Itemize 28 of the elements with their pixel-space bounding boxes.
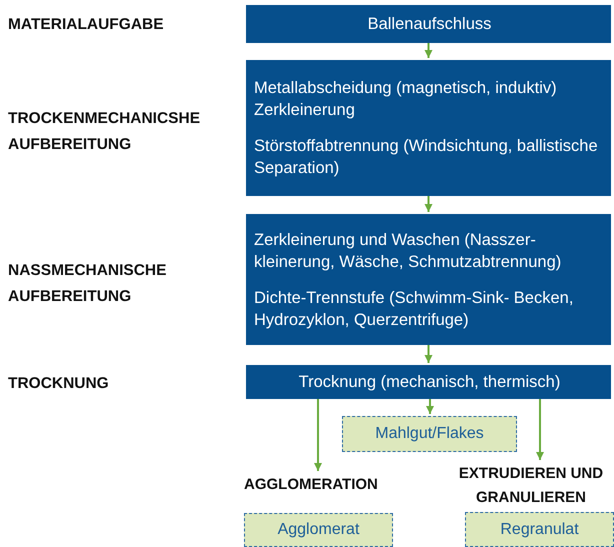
step-text: Agglomerat <box>278 521 360 539</box>
stage-heading: AGGLOMERATION <box>244 475 379 495</box>
stage-label: TROCKENMECHANICSHE AUFBEREITUNG <box>8 109 202 155</box>
stage-heading: EXTRUDIEREN UND GRANULIEREN <box>458 464 604 508</box>
arrow <box>424 196 432 212</box>
stage-label: TROCKNUNG <box>8 374 110 394</box>
step-text: Zerkleinerung und Waschen (Nasszer- kleinerung, Wäsche, Schmutzabtrennung) <box>254 230 562 272</box>
arrow <box>424 345 432 363</box>
step-text: Regranulat <box>500 520 579 538</box>
arrow <box>536 399 544 460</box>
arrow <box>314 399 322 471</box>
arrow <box>424 43 432 58</box>
stage-label: MATERIALAUFGABE <box>8 15 165 35</box>
process-box <box>246 60 611 196</box>
process-box <box>246 365 611 399</box>
process-box <box>246 214 611 345</box>
stage-label: NASSMECHANISCHE AUFBEREITUNG <box>8 261 168 307</box>
arrow <box>426 399 434 414</box>
process-box <box>246 5 611 43</box>
step-text: Ballenaufschluss <box>368 14 492 35</box>
step-text: Störstoffabtrennung (Windsichtung, ballistische Separation) <box>254 136 599 179</box>
result-box <box>244 513 393 547</box>
step-text: Metallabscheidung (magnetisch, induktiv) Zerkleinerung <box>254 78 558 121</box>
step-text: Dichte-Trennstufe (Schwimm-Sink- Becken, Hydrozyklon, Querzentrifuge) <box>254 288 574 330</box>
result-box <box>342 416 517 452</box>
result-box <box>465 512 614 547</box>
step-text: Trocknung (mechanisch, thermisch) <box>298 372 560 393</box>
step-text: Mahlgut/Flakes <box>375 425 484 443</box>
